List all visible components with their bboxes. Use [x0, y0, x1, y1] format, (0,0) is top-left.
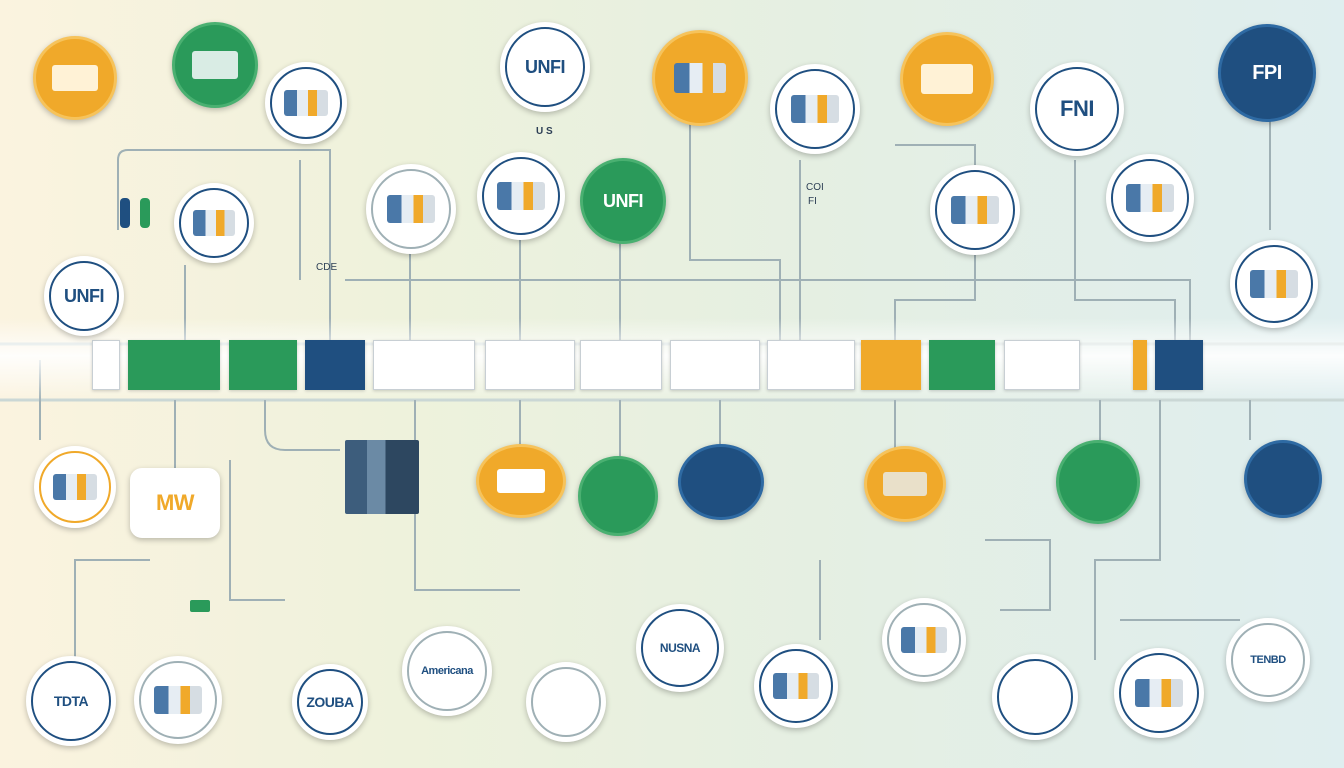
milestone-node-unfi[interactable]: UNFI [44, 256, 124, 336]
timeline-card[interactable] [305, 340, 365, 390]
node-label: FPI [1252, 61, 1282, 84]
milestone-node-nusna[interactable]: NUSNA [636, 604, 724, 692]
illustration-icon [386, 194, 436, 224]
timeline-card[interactable] [485, 340, 575, 390]
illustration-icon [192, 210, 236, 236]
timeline-card[interactable] [929, 340, 995, 390]
timeline-card[interactable] [229, 340, 297, 390]
milestone-node[interactable] [930, 165, 1020, 255]
illustration-icon [921, 64, 973, 94]
timeline-card[interactable] [580, 340, 662, 390]
node-label: NUSNA [659, 641, 701, 655]
caption-u: U [536, 126, 544, 137]
illustration-icon [901, 626, 947, 654]
accent-tag [190, 600, 210, 612]
milestone-node-tdta[interactable]: TDTA [26, 656, 116, 746]
node-label: UNFI [64, 285, 105, 306]
caption-s: S [546, 126, 553, 137]
milestone-node[interactable] [134, 656, 222, 744]
milestone-node[interactable] [992, 654, 1078, 740]
timeline-card[interactable] [373, 340, 475, 390]
illustration-icon [790, 94, 840, 124]
timeline-card[interactable] [128, 340, 220, 390]
milestone-node[interactable] [678, 444, 764, 520]
milestone-node[interactable] [1106, 154, 1194, 242]
milestone-node[interactable] [900, 32, 994, 126]
illustration-icon [882, 472, 928, 496]
milestone-node-zouba[interactable]: ZOUBA [292, 664, 368, 740]
timeline-card[interactable] [767, 340, 855, 390]
accent-tag [120, 198, 130, 228]
milestone-node[interactable] [34, 446, 116, 528]
illustration-icon [496, 469, 546, 493]
milestone-node-unfi[interactable]: UNFI [580, 158, 666, 244]
caption-cde: CDE [316, 262, 338, 273]
milestone-node[interactable] [864, 446, 946, 522]
milestone-node[interactable] [1056, 440, 1140, 524]
illustration-icon [154, 686, 202, 714]
illustration-icon [283, 90, 329, 116]
milestone-node-unfi[interactable]: UNFI [500, 22, 590, 112]
milestone-node-fpi[interactable]: FPI [1218, 24, 1316, 122]
milestone-node-mw[interactable]: MW [130, 468, 220, 538]
milestone-node[interactable] [477, 152, 565, 240]
illustration-icon [497, 182, 545, 210]
node-label: TDTA [53, 693, 89, 709]
milestone-node[interactable] [1244, 440, 1322, 518]
milestone-node[interactable] [265, 62, 347, 144]
illustration-icon [950, 195, 1000, 225]
accent-tag [140, 198, 150, 228]
illustration-icon [1250, 270, 1298, 298]
illustration-icon [191, 51, 239, 79]
node-label: UNFI [525, 56, 566, 77]
timeline-card[interactable] [92, 340, 120, 390]
node-label: FNI [1060, 96, 1094, 121]
timeline-card[interactable] [670, 340, 760, 390]
node-label: TENBD [1250, 654, 1286, 666]
timeline-card[interactable] [1004, 340, 1080, 390]
milestone-node[interactable] [174, 183, 254, 263]
server-rack [345, 440, 419, 514]
timeline-card[interactable] [1155, 340, 1203, 390]
node-label: MW [155, 490, 195, 515]
illustration-icon [1126, 184, 1174, 212]
timeline-card[interactable] [861, 340, 921, 390]
illustration-icon [52, 474, 98, 500]
milestone-node[interactable] [754, 644, 838, 728]
timeline-card[interactable] [1133, 340, 1147, 390]
milestone-node[interactable] [882, 598, 966, 682]
illustration-icon [1134, 678, 1184, 708]
node-label: ZOUBA [306, 694, 354, 710]
milestone-node-tenbd[interactable]: TENBD [1226, 618, 1310, 702]
milestone-node[interactable] [578, 456, 658, 536]
milestone-node[interactable] [172, 22, 258, 108]
node-label: Americana [421, 665, 473, 677]
milestone-node[interactable] [366, 164, 456, 254]
caption-coi: COI [806, 182, 824, 193]
node-label: UNFI [603, 190, 644, 211]
illustration-icon [673, 62, 727, 94]
milestone-node[interactable] [770, 64, 860, 154]
milestone-node[interactable] [33, 36, 117, 120]
caption-fi: FI [808, 196, 817, 207]
illustration-icon [52, 64, 98, 92]
milestone-node-fni[interactable]: FNI [1030, 62, 1124, 156]
milestone-node-americana[interactable]: Americana [402, 626, 492, 716]
milestone-node[interactable] [526, 662, 606, 742]
milestone-node[interactable] [652, 30, 748, 126]
milestone-node[interactable] [476, 444, 566, 518]
illustration-icon [773, 672, 819, 700]
milestone-node[interactable] [1114, 648, 1204, 738]
milestone-node[interactable] [1230, 240, 1318, 328]
